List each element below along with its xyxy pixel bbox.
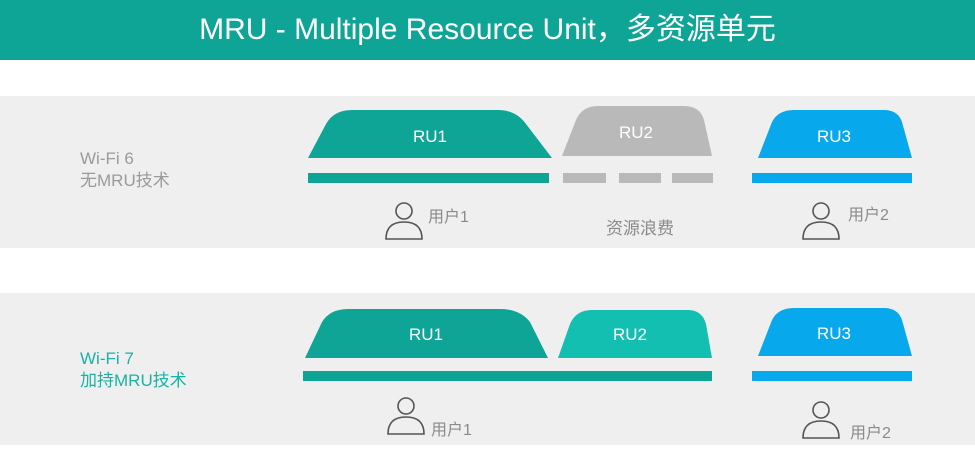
user-icon: [802, 401, 840, 439]
wifi6-waste-bar-1: [563, 173, 606, 183]
wifi7-ru2-shape: [558, 310, 712, 358]
wifi7-ru1-label: RU1: [409, 325, 443, 344]
wifi6-label: Wi-Fi 6 无MRU技术: [80, 148, 170, 192]
wifi6-ru1-bar: [308, 173, 549, 183]
wifi6-label-line2: 无MRU技术: [80, 171, 170, 190]
wifi6-label-line1: Wi-Fi 6: [80, 149, 134, 168]
wifi7-label: Wi-Fi 7 加持MRU技术: [80, 348, 187, 392]
waste-label: 资源浪费: [606, 219, 674, 238]
wifi6-ru2-label: RU2: [619, 123, 653, 142]
user-icon: [802, 202, 840, 240]
wifi7-ru3-shape: [758, 308, 912, 356]
user-icon: [385, 202, 423, 240]
wifi7-ru1-shape: [305, 309, 548, 358]
wifi7-label-line1: Wi-Fi 7: [80, 349, 134, 368]
wifi6-user1-label: 用户1: [428, 208, 469, 226]
wifi6-ru2-shape: [562, 106, 712, 156]
wifi7-user1-label: 用户1: [431, 421, 472, 439]
wifi6-user2-label: 用户2: [848, 206, 889, 224]
wifi6-ru3-shape: [758, 110, 912, 158]
page-title: MRU - Multiple Resource Unit，多资源单元: [0, 0, 975, 60]
wifi6-ru3-label: RU3: [817, 127, 851, 146]
wifi6-waste-bar-3: [672, 173, 713, 183]
wifi6-ru3-bar: [752, 173, 912, 183]
wifi7-user2-label: 用户2: [850, 424, 891, 442]
wifi6-ru1-label: RU1: [413, 127, 447, 146]
wifi7-label-line2: 加持MRU技术: [80, 371, 187, 390]
user-icon: [387, 397, 425, 435]
wifi7-ru2-label: RU2: [613, 325, 647, 344]
wifi7-ru3-bar: [752, 371, 912, 381]
wifi7-ru3-label: RU3: [817, 324, 851, 343]
wifi7-mru-bar: [303, 371, 712, 381]
wifi6-ru1-shape: [308, 110, 552, 158]
wifi6-waste-bar-2: [619, 173, 661, 183]
